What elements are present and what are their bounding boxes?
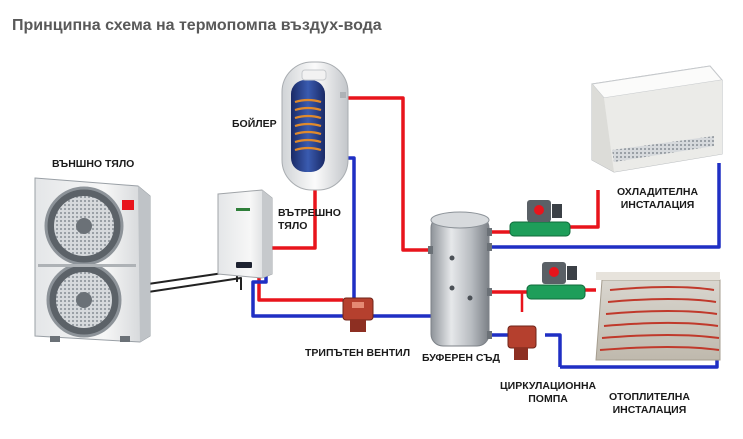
three-way-valve-label: ТРИПЪТЕН ВЕНТИЛ bbox=[305, 347, 411, 359]
underfloor-heating bbox=[595, 272, 721, 361]
heating-installation-label: ОТОПЛИТЕЛНА ИНСТАЛАЦИЯ bbox=[609, 391, 690, 417]
indoor-unit-label-line2: ТЯЛО bbox=[278, 220, 308, 232]
buffer-tank bbox=[428, 211, 492, 347]
circulation-pump-heating bbox=[526, 262, 586, 300]
mixing-valve bbox=[507, 325, 537, 360]
cooling-label-line2: ИНСТАЛАЦИЯ bbox=[620, 199, 695, 211]
cooling-fan-coil bbox=[591, 65, 723, 173]
three-way-valve bbox=[342, 297, 374, 332]
cooling-supply-pipe bbox=[570, 190, 600, 229]
page-title: Принципна схема на термопомпа въздух-вод… bbox=[12, 17, 382, 34]
buffer-tank-label: БУФЕРЕН СЪД bbox=[422, 352, 500, 364]
heating-label-line2: ИНСТАЛАЦИЯ bbox=[612, 404, 687, 416]
boiler-return-pipe bbox=[340, 156, 356, 306]
cooling-label-line1: ОХЛАДИТЕЛНА bbox=[617, 186, 699, 198]
indoor-unit-label-line1: ВЪТРЕШНО bbox=[278, 207, 341, 219]
indoor-unit-label: ВЪТРЕШНО ТЯЛО bbox=[278, 207, 341, 233]
cooling-return-pipe bbox=[490, 163, 721, 249]
cold-return-pipe bbox=[251, 274, 343, 318]
outdoor-unit bbox=[34, 177, 151, 343]
circulation-pump-label: ЦИРКУЛАЦИОННА ПОМПА bbox=[500, 380, 596, 406]
refrigerant-line bbox=[147, 277, 242, 293]
cooling-installation-label: ОХЛАДИТЕЛНА ИНСТАЛАЦИЯ bbox=[617, 186, 698, 212]
circ-pump-label-line1: ЦИРКУЛАЦИОННА bbox=[500, 380, 597, 392]
heating-label-line1: ОТОПЛИТЕЛНА bbox=[609, 391, 690, 403]
boiler-label: БОЙЛЕР bbox=[232, 118, 277, 130]
hot-return-pipe bbox=[257, 273, 343, 302]
circulation-pump-cooling bbox=[509, 200, 571, 237]
indoor-unit bbox=[217, 189, 273, 279]
boiler bbox=[281, 61, 349, 191]
outdoor-unit-label: ВЪНШНО ТЯЛО bbox=[52, 158, 135, 170]
circ-pump-label-line2: ПОМПА bbox=[528, 393, 568, 405]
